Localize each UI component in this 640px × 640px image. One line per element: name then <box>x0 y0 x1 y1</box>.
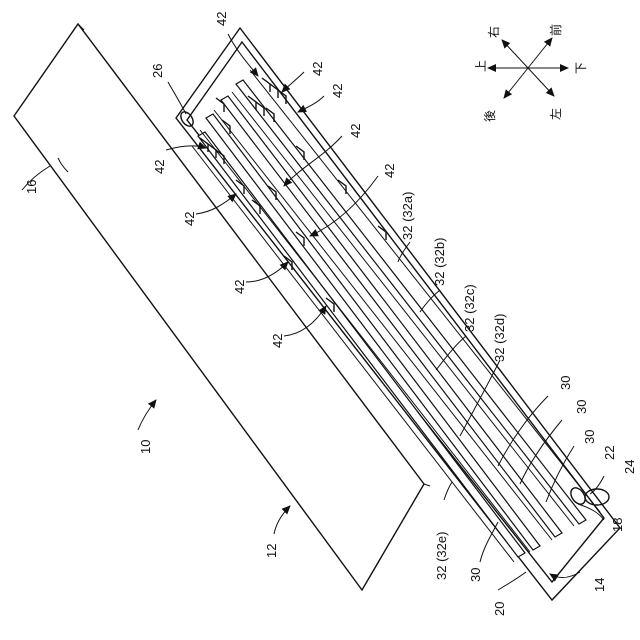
label-16: 16 <box>24 180 39 194</box>
ribs <box>198 80 586 557</box>
label-30-c: 30 <box>582 430 597 444</box>
label-32c: 32 (32c) <box>462 284 477 332</box>
insulation-plate <box>14 24 430 590</box>
compass-left-arrow <box>528 68 554 96</box>
label-42-b: 42 <box>310 62 325 76</box>
label-42-g: 42 <box>382 164 397 178</box>
label-32d: 32 (32d) <box>492 314 507 362</box>
rib <box>236 80 586 524</box>
label-30-b: 30 <box>574 400 589 414</box>
protrusion-mark <box>270 84 278 98</box>
rib <box>198 132 525 557</box>
compass-label-right: 右 <box>486 26 501 38</box>
direction-compass <box>488 38 568 98</box>
label-42-e: 42 <box>152 160 167 174</box>
label-42-i: 42 <box>270 334 285 348</box>
label-20: 20 <box>492 602 507 616</box>
compass-label-left: 左 <box>548 108 563 120</box>
compass-label-up: 上 <box>474 60 488 72</box>
label-26: 26 <box>150 64 165 78</box>
label-42-f: 42 <box>182 212 197 226</box>
label-32e: 32 (32e) <box>434 532 449 580</box>
compass-label-back: 後 <box>483 110 497 122</box>
label-18: 18 <box>610 518 625 532</box>
label-42-c: 42 <box>330 84 345 98</box>
protrusion-mark <box>278 90 286 104</box>
label-24: 24 <box>622 460 637 474</box>
rib <box>206 114 540 550</box>
label-42-a: 42 <box>214 12 229 26</box>
compass-right-arrow <box>502 40 528 68</box>
label-10: 10 <box>138 440 153 454</box>
label-42-h: 42 <box>232 280 247 294</box>
label-32a: 32 (32a) <box>400 192 415 240</box>
compass-label-front: 前 <box>548 24 563 36</box>
label-30-d: 30 <box>468 568 483 582</box>
compass-front-arrow <box>528 38 552 68</box>
label-22: 22 <box>602 446 617 460</box>
label-32b: 32 (32b) <box>432 238 447 286</box>
label-42-d: 42 <box>348 124 363 138</box>
label-14: 14 <box>592 578 607 592</box>
compass-back-arrow <box>504 68 528 98</box>
label-12: 12 <box>264 544 279 558</box>
rib <box>221 96 562 537</box>
label-30-a: 30 <box>558 376 573 390</box>
compass-label-down: 下 <box>574 62 588 74</box>
